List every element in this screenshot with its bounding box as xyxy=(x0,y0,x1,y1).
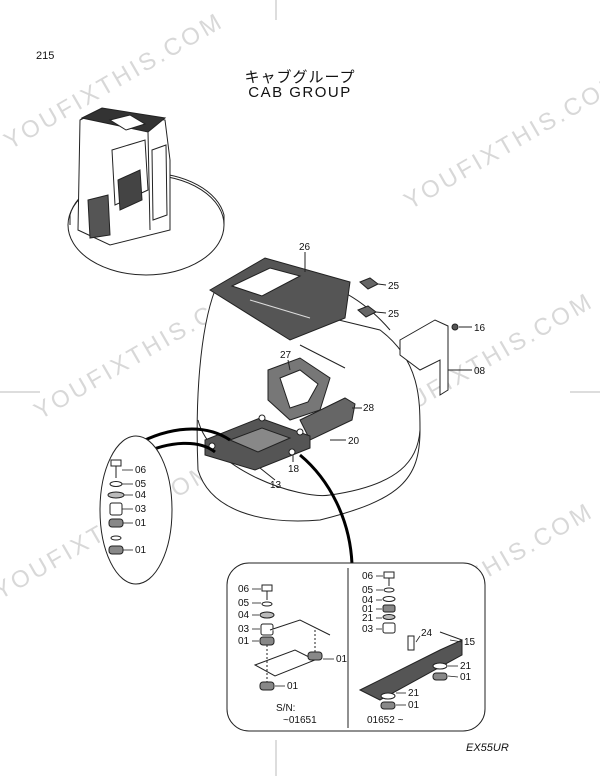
callout-label: 03 xyxy=(135,504,147,515)
callout-label: 05 xyxy=(135,479,147,490)
page-title-japanese: キャブグループ xyxy=(244,68,356,86)
serial-number-inset xyxy=(226,562,486,732)
callout-label: 06 xyxy=(238,584,250,595)
page-number: 215 xyxy=(36,50,55,62)
callout-label: 01 xyxy=(238,636,250,647)
inset-a-parts xyxy=(253,584,331,691)
detail-left-labels: 06 05 04 03 01 01 xyxy=(135,465,147,556)
inset-b-parts xyxy=(358,571,463,710)
callout-label: 20 xyxy=(348,436,360,447)
detail-left-callouts xyxy=(122,469,133,551)
callout-label: 18 xyxy=(288,464,300,475)
cab-base-assembly xyxy=(196,252,472,522)
callout-label: 01 xyxy=(287,681,299,692)
watermark-text: YOUFIXTHIS.COM xyxy=(400,67,600,215)
inset-b-callout-lines xyxy=(376,575,463,706)
callout-label: 04 xyxy=(362,595,374,606)
callout-label: 21 xyxy=(460,661,472,672)
callout-label: 08 xyxy=(474,366,486,377)
callout-label: 28 xyxy=(363,403,375,414)
callout-label: 01 xyxy=(362,604,374,615)
callout-label: 04 xyxy=(135,490,147,501)
serial-range-a: ~01651 xyxy=(283,715,317,726)
callout-label: 01 xyxy=(135,545,147,556)
inset-b-labels: 06 05 04 01 21 03 24 15 21 01 21 01 0165… xyxy=(362,571,476,726)
main-callouts: 26 25 25 16 27 08 28 20 18 13 xyxy=(270,242,486,491)
page-title-english: CAB GROUP xyxy=(248,84,352,101)
callout-label: 25 xyxy=(388,281,400,292)
inset-a-labels: 06 05 04 03 01 01 01 S/N: ~01651 xyxy=(238,584,348,726)
callout-label: 05 xyxy=(238,598,250,609)
callout-label: 01 xyxy=(408,700,420,711)
callout-label: 15 xyxy=(464,637,476,648)
callout-label: 06 xyxy=(362,571,374,582)
callout-label: 06 xyxy=(135,465,147,476)
cab-overview-illustration xyxy=(67,107,225,276)
callout-label: 16 xyxy=(474,323,486,334)
callout-label: 25 xyxy=(388,309,400,320)
inset-a-callout-lines xyxy=(252,588,334,687)
fastener-detail-left xyxy=(99,435,173,585)
callout-label: 04 xyxy=(238,610,250,621)
model-code: EX55UR xyxy=(466,742,509,754)
callout-label: 01 xyxy=(460,672,472,683)
callout-label: 21 xyxy=(408,688,420,699)
serial-range-b: 01652 ~ xyxy=(367,715,404,726)
callout-label: 05 xyxy=(362,585,374,596)
callout-label: 03 xyxy=(238,624,250,635)
serial-label: S/N: xyxy=(276,703,295,714)
callout-label: 03 xyxy=(362,624,374,635)
callout-label: 24 xyxy=(421,628,433,639)
callout-label: 21 xyxy=(362,613,374,624)
callout-label: 26 xyxy=(299,242,311,253)
callout-label: 01 xyxy=(135,518,147,529)
callout-label: 01 xyxy=(336,654,348,665)
callout-label: 13 xyxy=(270,480,282,491)
callout-label: 27 xyxy=(280,350,292,361)
